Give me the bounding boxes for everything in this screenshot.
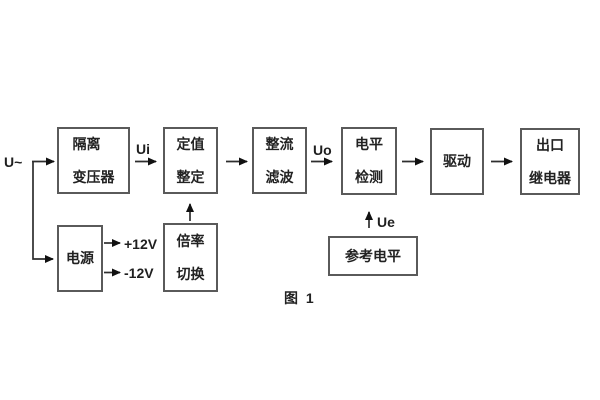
block-driver: 驱动 bbox=[430, 128, 484, 195]
block-label: 倍率 bbox=[176, 232, 205, 249]
block-reference-level: 参考电平 bbox=[328, 236, 418, 276]
block-label: 切换 bbox=[176, 265, 205, 282]
block-label: 电源 bbox=[66, 250, 94, 266]
block-label: 出口 bbox=[536, 136, 564, 153]
signal-label-plus-12v: +12V bbox=[124, 236, 158, 252]
signal-label-minus-12v: -12V bbox=[124, 265, 154, 281]
block-rectifier-filter: 整流 滤波 bbox=[252, 127, 307, 194]
block-label: 隔离 bbox=[72, 135, 101, 152]
block-label: 定值 bbox=[176, 135, 205, 152]
block-power-supply: 电源 bbox=[57, 225, 103, 292]
block-label: 整定 bbox=[176, 168, 205, 185]
block-setpoint-adjustment: 定值 整定 bbox=[163, 127, 218, 194]
signal-label-uo: Uo bbox=[313, 142, 332, 158]
figure-caption: 图 1 bbox=[284, 290, 316, 306]
block-multiplier-switch: 倍率 切换 bbox=[163, 223, 218, 292]
block-label: 滤波 bbox=[265, 168, 294, 185]
block-label: 继电器 bbox=[529, 169, 571, 186]
block-label: 参考电平 bbox=[345, 247, 401, 264]
wire-u-to-power bbox=[32, 161, 54, 263]
signal-label-ue: Ue bbox=[377, 214, 395, 230]
block-level-detection: 电平 检测 bbox=[341, 127, 397, 195]
signal-label-ui: Ui bbox=[136, 141, 150, 157]
block-label: 整流 bbox=[265, 135, 294, 152]
block-label: 变压器 bbox=[72, 168, 115, 185]
signal-label-u-input: U~ bbox=[4, 154, 23, 170]
block-label: 检测 bbox=[355, 169, 383, 185]
block-label: 电平 bbox=[355, 136, 383, 152]
block-output-relay: 出口 继电器 bbox=[520, 128, 580, 195]
block-label: 驱动 bbox=[443, 153, 471, 169]
block-isolation-transformer: 隔离 变压器 bbox=[57, 127, 130, 194]
